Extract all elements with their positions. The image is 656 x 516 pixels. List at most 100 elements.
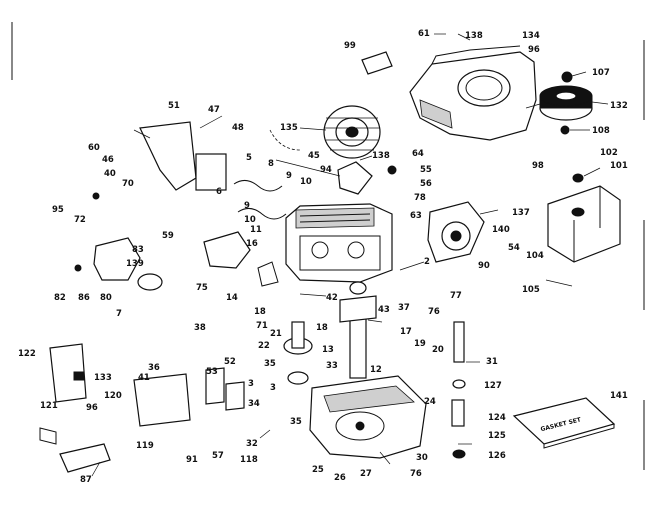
part-label: 83 [132, 245, 144, 255]
part-label: 16 [246, 239, 258, 249]
part-label: 30 [416, 453, 428, 463]
part-label: 63 [410, 211, 422, 221]
part-label: 138 [372, 151, 390, 161]
part-label: 6 [216, 187, 222, 197]
part-label: 24 [424, 397, 436, 407]
part-label: 61 [418, 29, 430, 39]
gasket-set-package: GASKET SET [512, 397, 616, 449]
part-label: 104 [526, 251, 544, 261]
ignition-parts [337, 161, 485, 263]
part-label: 138 [465, 31, 483, 41]
part-label: 82 [54, 293, 66, 303]
part-label: 34 [248, 399, 260, 409]
part-label: 10 [244, 215, 256, 225]
part-label: 87 [80, 475, 92, 485]
part-label: 18 [316, 323, 328, 333]
part-label: 35 [264, 359, 276, 369]
part-label: 2 [424, 257, 430, 267]
part-label: 137 [512, 208, 530, 218]
part-label: 124 [488, 413, 506, 423]
engine-block [285, 203, 393, 283]
part-label: 11 [250, 225, 262, 235]
part-label: 64 [412, 149, 424, 159]
part-label: 96 [528, 45, 540, 55]
part-label: 5 [246, 153, 252, 163]
part-label: 33 [326, 361, 338, 371]
part-number-labels: 61 138 134 96 107 132 108 98 102 101 137… [18, 29, 628, 485]
engine-sump [309, 375, 427, 459]
part-label: 105 [522, 285, 540, 295]
part-label: 20 [432, 345, 444, 355]
part-label: 10 [300, 177, 312, 187]
part-label: 132 [610, 101, 628, 111]
part-label: 51 [168, 101, 180, 111]
part-label: 95 [52, 205, 64, 215]
part-label: 108 [592, 126, 610, 136]
part-label: 76 [428, 307, 440, 317]
part-label: 47 [208, 105, 220, 115]
part-label: 41 [138, 373, 150, 383]
part-label: 71 [256, 321, 268, 331]
part-label: 3 [270, 383, 276, 393]
part-label: 86 [78, 293, 90, 303]
part-label: 140 [492, 225, 510, 235]
part-label: 56 [420, 179, 432, 189]
part-label: 133 [94, 373, 112, 383]
part-label: 127 [484, 381, 502, 391]
part-label: 70 [122, 179, 134, 189]
part-label: 46 [102, 155, 114, 165]
part-label: 22 [258, 341, 270, 351]
part-label: 99 [344, 41, 356, 51]
fuel-tank-parts [39, 343, 245, 473]
part-label: 77 [450, 291, 462, 301]
part-label: 13 [322, 345, 334, 355]
part-label: 54 [508, 243, 520, 253]
part-label: 9 [244, 201, 250, 211]
part-label: 42 [326, 293, 338, 303]
part-label: 19 [414, 339, 426, 349]
part-label: 78 [414, 193, 426, 203]
part-label: 141 [610, 391, 628, 401]
part-label: 31 [486, 357, 498, 367]
part-label: 135 [280, 123, 298, 133]
part-label: 18 [254, 307, 266, 317]
part-label: 72 [74, 215, 86, 225]
part-label: 75 [196, 283, 208, 293]
part-label: 43 [378, 305, 390, 315]
part-label: 107 [592, 68, 610, 78]
part-label: 26 [334, 473, 346, 483]
part-label: 59 [162, 231, 174, 241]
sheet-border-marks [11, 22, 645, 470]
part-label: 38 [194, 323, 206, 333]
part-label: 35 [290, 417, 302, 427]
part-label: 21 [270, 329, 282, 339]
part-label: 9 [286, 171, 292, 181]
part-label: 48 [232, 123, 244, 133]
part-label: 139 [126, 259, 144, 269]
part-label: 7 [116, 309, 122, 319]
part-label: 3 [248, 379, 254, 389]
rewind-starter [539, 71, 593, 135]
part-label: 101 [610, 161, 628, 171]
part-label: 121 [40, 401, 58, 411]
part-label: 122 [18, 349, 36, 359]
part-label: 27 [360, 469, 372, 479]
part-label: 125 [488, 431, 506, 441]
part-label: 126 [488, 451, 506, 461]
blower-housing [409, 45, 537, 141]
part-label: 36 [148, 363, 160, 373]
part-label: 134 [522, 31, 540, 41]
part-label: 90 [478, 261, 490, 271]
part-label: 118 [240, 455, 258, 465]
part-label: 52 [224, 357, 236, 367]
oil-fill-tube [451, 321, 466, 459]
part-label: 55 [420, 165, 432, 175]
part-label: 17 [400, 327, 412, 337]
governor-springs [74, 180, 287, 272]
part-label: 8 [268, 159, 274, 169]
air-cleaner-element [361, 51, 393, 75]
part-label: 94 [320, 165, 332, 175]
part-label: 91 [186, 455, 198, 465]
part-label: 76 [410, 469, 422, 479]
